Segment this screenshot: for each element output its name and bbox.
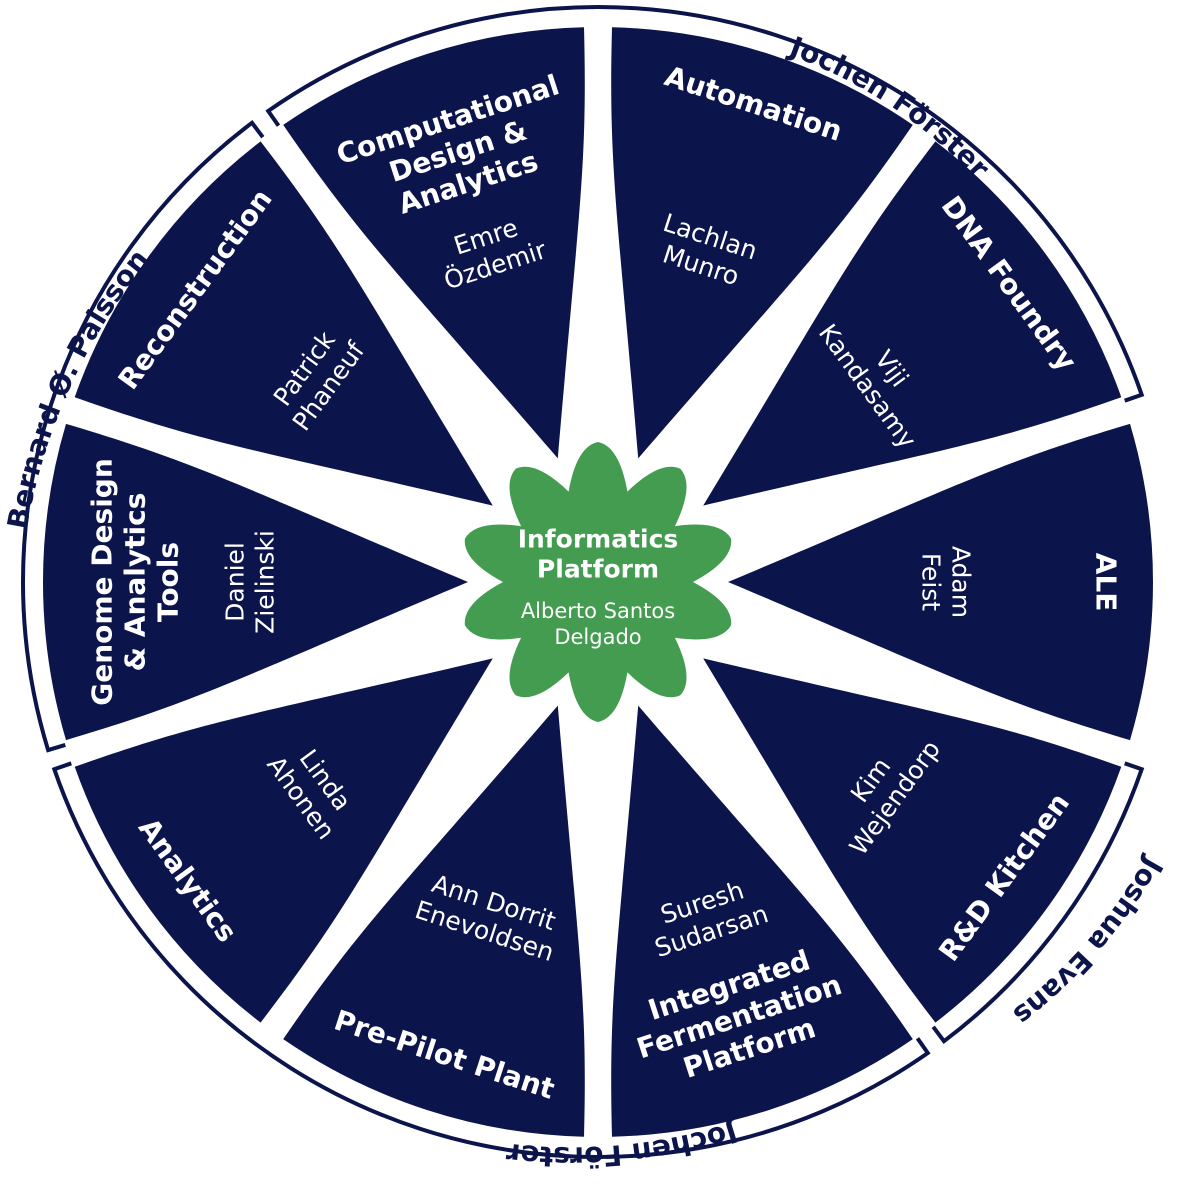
segment-shape: [611, 27, 913, 459]
group-bracket: [21, 119, 265, 753]
segment-shape: [611, 705, 913, 1137]
segment-person-line: Zielinski: [251, 530, 280, 634]
segment-shape: [74, 141, 493, 506]
group-bracket: [265, 5, 1145, 403]
group-bracket: [931, 761, 1145, 1045]
segment-integrated-fermentation-platform: IntegratedFermentationPlatformSureshSuda…: [611, 705, 913, 1137]
segment-shape: [74, 658, 493, 1023]
segment-shape: [283, 705, 585, 1137]
segment-person-line: Feist: [917, 553, 946, 611]
segment-person-line: Daniel: [221, 542, 250, 622]
segment-title-line: Genome Design: [86, 458, 119, 706]
center-title-line: Platform: [537, 555, 659, 584]
segment-shape: [703, 658, 1122, 1023]
segment-shape: [728, 423, 1153, 741]
center-flower: [464, 442, 732, 722]
group-bracket: [51, 761, 931, 1159]
center-title-line: Informatics: [518, 525, 679, 554]
segment-shape: [43, 423, 468, 741]
center-person-line: Delgado: [554, 625, 641, 649]
segment-shape: [703, 141, 1122, 506]
segment-title-line: ALE: [1090, 553, 1123, 612]
center-person-line: Alberto Santos: [521, 599, 675, 623]
segment-person-line: Adam: [947, 546, 976, 618]
segment-title-line: & Analytics: [119, 493, 152, 672]
group-brackets: [21, 5, 1145, 1159]
segment-title: ALE: [1090, 553, 1123, 612]
segment-title-line: Tools: [152, 542, 185, 622]
segment-shape: [283, 27, 585, 459]
